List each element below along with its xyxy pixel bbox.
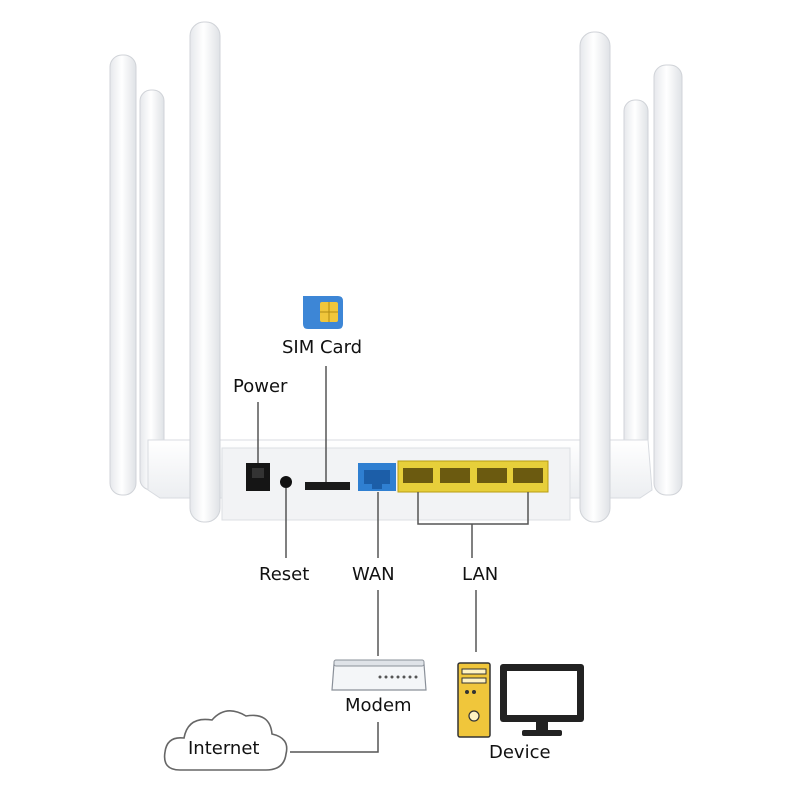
sim-card-icon xyxy=(303,296,343,329)
wan-label: WAN xyxy=(352,564,395,585)
antenna-left-outer xyxy=(109,54,137,496)
lan-ports xyxy=(397,460,549,493)
antenna-right-back xyxy=(623,99,649,491)
antenna-left-inner xyxy=(189,21,221,523)
power-port xyxy=(246,463,270,491)
reset-label: Reset xyxy=(259,564,310,585)
cloud-icon xyxy=(163,710,288,771)
pc-tower-icon xyxy=(457,662,491,738)
antenna-right-inner xyxy=(579,31,611,523)
power-label: Power xyxy=(233,376,288,397)
sim-card-slot xyxy=(305,482,350,490)
modem-icon xyxy=(331,659,427,691)
wan-port xyxy=(358,463,396,491)
modem-label: Modem xyxy=(345,695,412,716)
connector-lines xyxy=(257,366,529,753)
sim-card-label: SIM Card xyxy=(282,337,363,358)
device-label: Device xyxy=(489,742,551,763)
reset-button-hole xyxy=(280,476,292,488)
lan-bracket xyxy=(417,492,529,525)
antenna-left-back xyxy=(139,89,165,491)
modem-internet-line xyxy=(290,722,379,753)
monitor-icon xyxy=(500,664,584,736)
lan-label: LAN xyxy=(462,564,499,585)
antenna-right-outer xyxy=(653,64,683,496)
internet-label: Internet xyxy=(188,738,260,759)
